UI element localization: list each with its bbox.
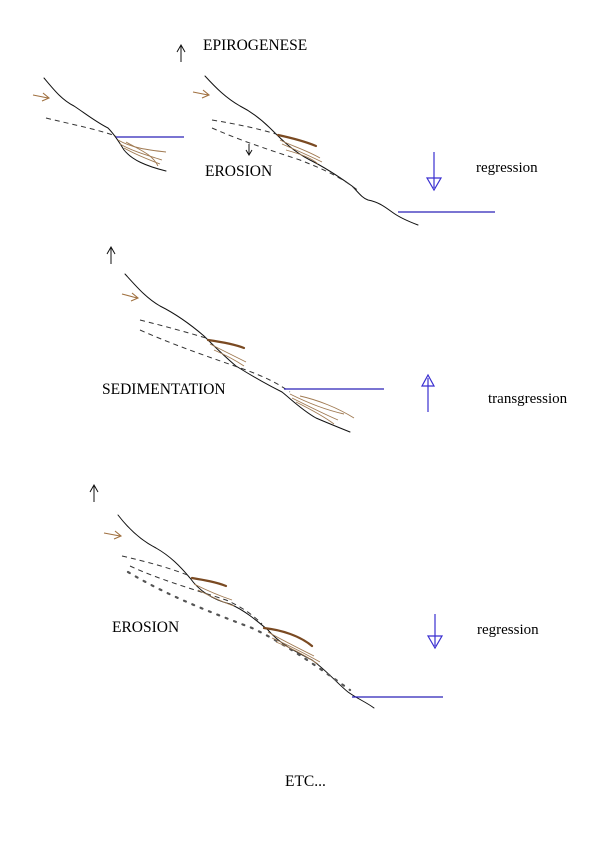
profile-panel-1 [32, 77, 184, 172]
sea-fall-down-arrow-icon [425, 152, 443, 192]
sea-fall-down-arrow-icon [426, 614, 444, 650]
label-erosion-2: EROSION [112, 619, 179, 636]
label-transgression: transgression [488, 391, 568, 407]
sea-rise-up-arrow-icon [420, 373, 436, 412]
flow-arrow-icon [103, 530, 123, 540]
label-erosion-1: EROSION [205, 163, 272, 180]
profile-panel-2 [192, 75, 495, 226]
profile-panel-4 [103, 514, 443, 709]
label-regression-1: regression [476, 160, 538, 176]
label-regression-2: regression [477, 622, 539, 638]
uplift-arrow-icon [106, 245, 116, 264]
uplift-arrow-icon [176, 43, 186, 62]
flow-arrow-icon [32, 92, 51, 102]
uplift-arrow-icon [89, 483, 99, 502]
flow-arrow-icon [192, 89, 211, 99]
profile-panel-3 [121, 273, 384, 433]
label-etc: ETC... [285, 773, 326, 790]
title-epirogenese: EPIROGENESE [203, 37, 307, 54]
label-sedimentation: SEDIMENTATION [102, 381, 226, 398]
flow-arrow-icon [121, 292, 140, 302]
